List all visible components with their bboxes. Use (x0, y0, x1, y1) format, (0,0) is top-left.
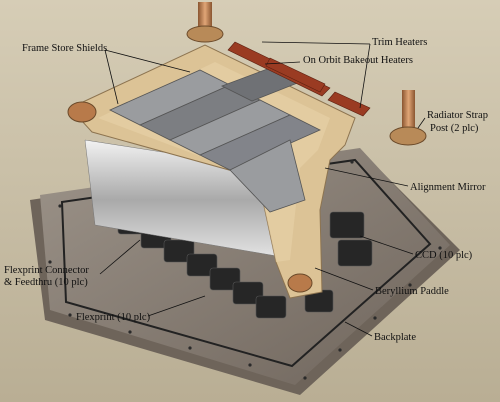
label-radiator-strap-line2: Post (2 plc) (430, 123, 479, 134)
label-beryllium-paddle: Beryllium Paddle (375, 286, 449, 297)
label-flexprint-connector-line1: Flexprint Connector (4, 265, 89, 276)
label-alignment-mirror: Alignment Mirror (410, 182, 486, 193)
radiator-strap-posts (67, 2, 427, 293)
label-on-orbit-bakeout-heaters: On Orbit Bakeout Heaters (303, 55, 413, 66)
ccd-array (109, 67, 321, 213)
heaters (227, 41, 371, 117)
label-backplate: Backplate (374, 332, 416, 343)
label-flexprint-connector-line2: & Feedthru (10 plc) (4, 277, 88, 288)
label-radiator-strap-line1: Radiator Strap (427, 110, 488, 121)
label-trim-heaters: Trim Heaters (372, 37, 427, 48)
label-ccd: CCD (10 plc) (415, 250, 473, 261)
leader-lines (99, 41, 426, 337)
label-flexprint: Flexprint (10 plc) (76, 312, 151, 323)
label-frame-store-shields: Frame Store Shields (22, 43, 107, 54)
